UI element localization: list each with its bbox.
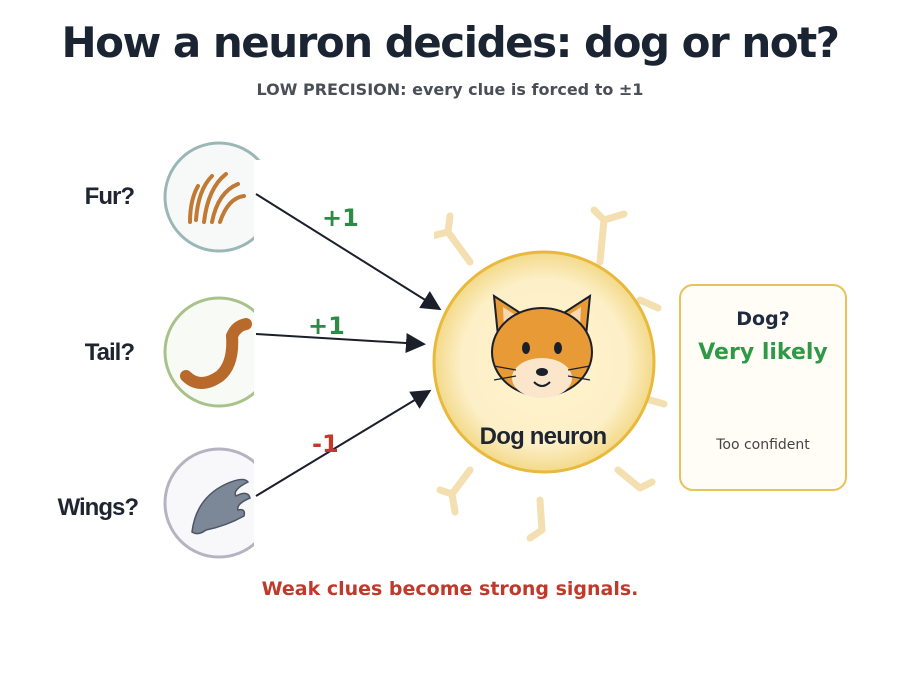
fox-face-icon <box>491 294 593 398</box>
weight-tail: +1 <box>308 312 345 340</box>
output-question: Dog? <box>736 308 790 330</box>
neuron-label: Dog neuron <box>479 423 607 450</box>
output-verdict: Very likely <box>698 340 828 365</box>
input-circle-tail <box>163 296 275 408</box>
output-card: Dog? Very likely Too confident <box>679 284 847 491</box>
input-label-tail: Tail? <box>84 339 135 366</box>
fur-icon <box>188 172 246 224</box>
caption: Weak clues become strong signals. <box>261 578 639 600</box>
connection-arrows <box>255 193 442 497</box>
dog-neuron <box>432 250 656 474</box>
output-note: Too confident <box>716 437 810 453</box>
fur-connection <box>255 193 442 311</box>
wings-connection <box>255 389 432 497</box>
weight-wings: -1 <box>312 430 339 458</box>
page-title: How a neuron decides: dog or not? <box>61 18 840 67</box>
page-subtitle: LOW PRECISION: every clue is forced to ±… <box>256 80 644 99</box>
input-label-wings: Wings? <box>57 494 139 521</box>
input-circle-wings <box>163 447 275 559</box>
tail-connection <box>255 333 426 354</box>
tail-icon <box>180 318 252 389</box>
wing-icon <box>191 478 251 535</box>
input-label-fur: Fur? <box>84 183 135 210</box>
neuron-dendrites <box>428 206 668 542</box>
weight-fur: +1 <box>322 204 359 232</box>
